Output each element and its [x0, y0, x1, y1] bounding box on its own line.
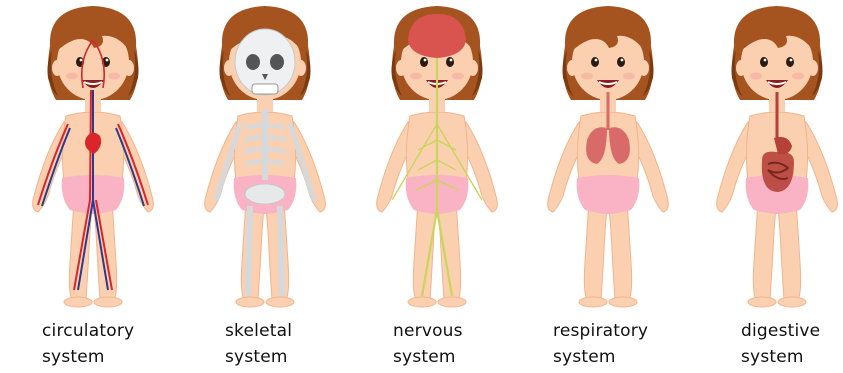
child-illustration — [8, 0, 178, 312]
caption-line1: circulatory — [42, 318, 192, 344]
figure-circulatory — [8, 0, 178, 312]
caption-line2: system — [393, 344, 543, 370]
caption-line1: digestive — [741, 318, 843, 344]
child-illustration — [692, 0, 843, 312]
child-illustration — [523, 0, 693, 312]
caption-respiratory: respiratory system — [553, 318, 703, 370]
caption-line1: nervous — [393, 318, 543, 344]
caption-digestive: digestive system — [741, 318, 843, 370]
caption-line2: system — [225, 344, 375, 370]
figure-digestive — [692, 0, 843, 312]
caption-skeletal: skeletal system — [225, 318, 375, 370]
caption-line1: skeletal — [225, 318, 375, 344]
caption-line1: respiratory — [553, 318, 703, 344]
caption-line2: system — [42, 344, 192, 370]
figure-nervous — [352, 0, 522, 312]
caption-line2: system — [741, 344, 843, 370]
caption-circulatory: circulatory system — [42, 318, 192, 370]
child-illustration — [352, 0, 522, 312]
child-illustration — [180, 0, 350, 312]
caption-line2: system — [553, 344, 703, 370]
figure-skeletal — [180, 0, 350, 312]
figure-respiratory — [523, 0, 693, 312]
caption-nervous: nervous system — [393, 318, 543, 370]
